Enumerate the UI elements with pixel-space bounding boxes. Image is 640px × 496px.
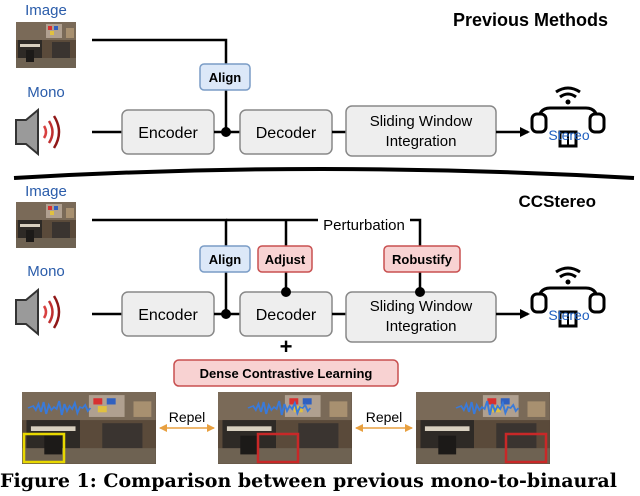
top-speaker-icon [14,108,61,156]
frame-thumbnail-right [416,392,550,464]
bottom-fusion-dot [221,309,231,319]
bottom-sliding-window-line1: Sliding Window [370,298,473,315]
bottom-robustify-box [383,245,461,273]
top-image-connector [92,38,228,132]
bottom-image-label: Image [25,183,67,200]
bottom-decoder-label: Decoder [256,307,317,324]
top-align-box [199,63,251,91]
bottom-image-thumbnail [16,202,76,248]
top-encoder-label: Encoder [138,125,198,142]
bottom-robustify-dot [415,287,425,297]
bottom-mono-label: Mono [27,263,65,280]
section-divider [13,167,635,180]
bottom-robustify-label: Robustify [392,252,453,267]
bottom-adjust-dot [281,287,291,297]
top-image-label: Image [25,2,67,19]
top-stereo-label: Stereo [548,127,589,143]
top-section-title: Previous Methods [453,10,608,30]
top-sliding-window-line1: Sliding Window [370,113,473,130]
bottom-align-box [199,245,251,273]
top-image-thumbnail [16,22,76,68]
dense-contrastive-box [173,359,399,387]
repel-label-right: Repel [366,409,403,425]
top-align-label: Align [209,70,242,85]
plus-sign: + [280,334,293,359]
frame-thumbnail-middle [218,392,352,464]
bottom-encoder-label: Encoder [138,307,198,324]
bottom-stereo-label: Stereo [548,307,589,323]
top-decoder-label: Decoder [256,125,317,142]
bottom-perturbation-label: Perturbation [323,217,405,234]
frame-thumbnail-left [22,392,156,464]
bottom-sliding-window-line2: Integration [386,318,457,335]
repel-label-left: Repel [169,409,206,425]
bottom-align-label: Align [209,252,242,267]
bottom-adjust-label: Adjust [265,252,306,267]
top-sliding-window-line2: Integration [386,133,457,150]
bottom-section-title: CCStereo [519,192,596,211]
bottom-adjust-box [257,245,313,273]
top-mono-label: Mono [27,84,65,101]
dense-contrastive-label: Dense Contrastive Learning [200,366,373,381]
top-fusion-dot [221,127,231,137]
figure-caption: Figure 1: Comparison between previous mo… [0,470,617,492]
bottom-speaker-icon [14,288,61,336]
